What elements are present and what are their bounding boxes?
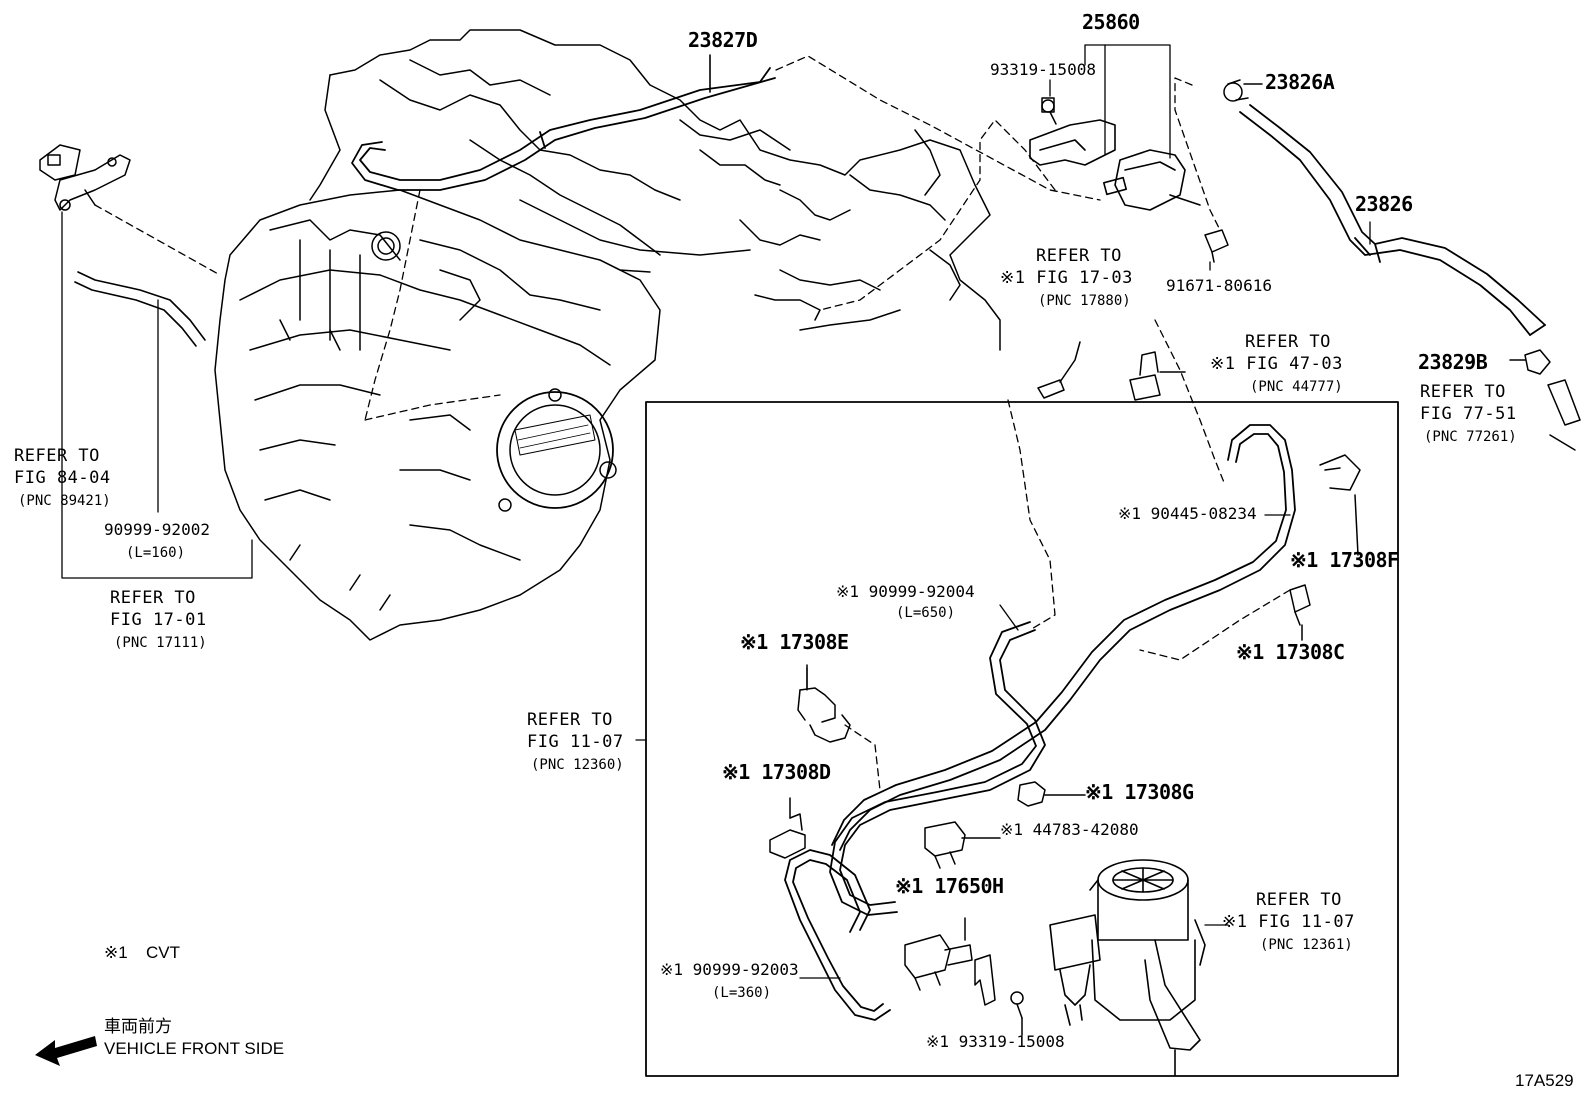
label-17308E: ※1 17308E [740, 630, 849, 654]
direction-japanese: 車両前方 [104, 1017, 172, 1036]
ref-fig7751-line3: (PNC 77261) [1424, 429, 1517, 445]
ref-fig4703-line2: ※1 FIG 47-03 [1210, 354, 1343, 374]
legend-mark: ※1 [104, 943, 128, 962]
sensor-bracket-89421 [39, 144, 131, 211]
label-90445-08234: ※1 90445-08234 [1118, 504, 1257, 523]
ref-fig1703-line1: REFER TO [1036, 246, 1122, 266]
ref-fig84-line2: FIG 84-04 [14, 468, 111, 488]
hose-23827D [351, 67, 776, 191]
bolt-93319-top [1041, 97, 1057, 125]
leaders-25860 [1049, 44, 1211, 271]
ref-fig1107b-line3: (PNC 12361) [1260, 937, 1353, 953]
label-44783-42080: ※1 44783-42080 [1000, 820, 1139, 839]
clip-17308F [1319, 454, 1361, 556]
ref-fig1107a-line1: REFER TO [527, 710, 613, 730]
vsv-17650H [904, 917, 996, 1006]
figure-id: 17A529 [1515, 1071, 1574, 1090]
clip-17308G [1017, 781, 1086, 807]
clip-17308D [769, 797, 806, 859]
ref-fig84-line1: REFER TO [14, 446, 100, 466]
ref-fig84-line3: (PNC 89421) [18, 493, 111, 509]
label-17650H: ※1 17650H [895, 874, 1004, 898]
label-90999-92003: ※1 90999-92003 [660, 960, 799, 979]
clamp-23829B [1509, 349, 1581, 451]
label-93319-15008-bottom: ※1 93319-15008 [926, 1032, 1065, 1051]
vehicle-front-arrow [35, 1036, 97, 1066]
label-17308G: ※1 17308G [1085, 780, 1194, 804]
ref-fig7751-line2: FIG 77-51 [1420, 404, 1517, 424]
label-90999-92002: 90999-92002 [104, 520, 210, 539]
sensor-44777 [1129, 351, 1186, 401]
label-90999-92004-length: (L=650) [896, 605, 956, 621]
ref-fig1701-line2: FIG 17-01 [110, 610, 207, 630]
vsv-25860 [1029, 119, 1201, 211]
leader-90999-92004 [999, 604, 1019, 631]
label-17308C: ※1 17308C [1236, 640, 1345, 664]
label-90999-92002-length: (L=160) [126, 545, 186, 561]
cvt-inset-box [645, 401, 1399, 1077]
ref-fig4703-line3: (PNC 44777) [1250, 379, 1343, 395]
label-17308F: ※1 17308F [1290, 548, 1399, 572]
hose-90445-08234 [831, 424, 1296, 851]
engine-outline [309, 29, 1001, 351]
label-91671-80616: 91671-80616 [1166, 276, 1272, 295]
direction-english: VEHICLE FRONT SIDE [104, 1039, 285, 1058]
legend-text: CVT [146, 943, 180, 962]
hose-90999-92002 [74, 271, 206, 347]
part-44783-42080 [924, 821, 1001, 869]
hose-90999-92004 [829, 621, 1046, 916]
ref-fig1107b-line2: ※1 FIG 11-07 [1222, 912, 1355, 932]
ref-fig1107b-line1: REFER TO [1256, 890, 1342, 910]
ref-fig1701-line1: REFER TO [110, 588, 196, 608]
label-23827D: 23827D [688, 28, 758, 52]
label-90999-92004: ※1 90999-92004 [836, 582, 975, 601]
hose-90999-92003 [784, 849, 891, 1021]
clip-17308E [797, 664, 851, 743]
ref-fig4703-line1: REFER TO [1245, 332, 1331, 352]
label-23826: 23826 [1355, 192, 1413, 216]
label-23829B: 23829B [1418, 350, 1488, 374]
hose-23826 [1239, 104, 1546, 336]
ref-fig1107a-line2: FIG 11-07 [527, 732, 624, 752]
bolt-93319-bottom [1010, 991, 1024, 1036]
clip-17308C [1289, 584, 1311, 641]
intake-manifold [214, 189, 661, 641]
sensor-17880 [1037, 341, 1081, 399]
ref-fig1107a-line3: (PNC 12360) [531, 757, 624, 773]
dashed-lines [94, 55, 1291, 791]
ref-fig7751-line1: REFER TO [1420, 382, 1506, 402]
bolt-91671 [1204, 229, 1229, 263]
ref-fig1703-line3: (PNC 17880) [1038, 293, 1131, 309]
leader-lines-left [61, 211, 253, 579]
label-23826A: 23826A [1265, 70, 1335, 94]
label-17308D: ※1 17308D [722, 760, 831, 784]
clamp-23826A [1223, 79, 1263, 102]
canister-12361 [1049, 859, 1206, 1076]
label-25860: 25860 [1082, 10, 1140, 34]
ref-fig1701-line3: (PNC 17111) [114, 635, 207, 651]
label-90999-92003-length: (L=360) [712, 985, 772, 1001]
label-93319-15008-top: 93319-15008 [990, 60, 1096, 79]
ref-fig1703-line2: ※1 FIG 17-03 [1000, 268, 1133, 288]
